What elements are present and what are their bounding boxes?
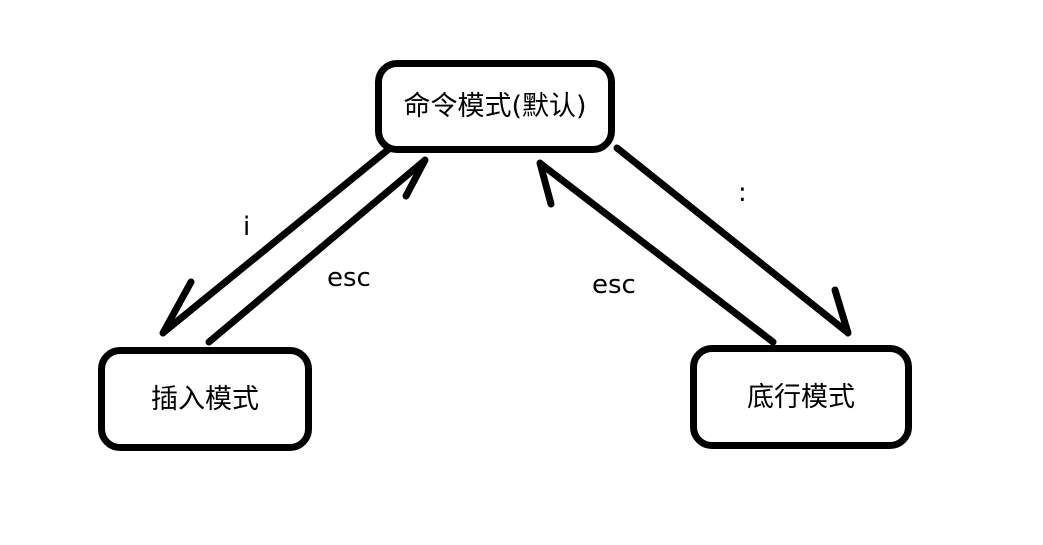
edge-command-to-insert	[159, 144, 394, 337]
edge-line-command-to-lastline	[613, 144, 851, 336]
edge-label-colon: :	[738, 178, 747, 208]
arrowhead-insert-to-command	[402, 156, 429, 200]
node-lastline-mode[interactable]: 底行模式	[690, 345, 912, 449]
node-insert-mode-label: 插入模式	[151, 383, 259, 415]
edge-line-lastline-to-command	[537, 160, 777, 346]
node-lastline-mode-label: 底行模式	[747, 381, 855, 413]
edge-label-i: i	[243, 212, 251, 242]
edge-line-command-to-insert	[160, 144, 394, 336]
edge-label-esc-insert: esc	[327, 263, 371, 293]
arrowhead-command-to-lastline	[831, 286, 852, 337]
edge-command-to-lastline	[613, 144, 852, 337]
edge-lastline-to-command	[536, 159, 777, 346]
arrowhead-lastline-to-command	[536, 159, 555, 208]
edge-line-insert-to-command	[205, 157, 428, 346]
node-insert-mode[interactable]: 插入模式	[98, 347, 312, 451]
edge-insert-to-command	[205, 156, 429, 346]
node-command-mode[interactable]: 命令模式(默认)	[375, 60, 615, 153]
node-command-mode-label: 命令模式(默认)	[403, 91, 587, 122]
edge-label-esc-lastline: esc	[592, 270, 636, 300]
arrowhead-command-to-insert	[159, 278, 195, 337]
